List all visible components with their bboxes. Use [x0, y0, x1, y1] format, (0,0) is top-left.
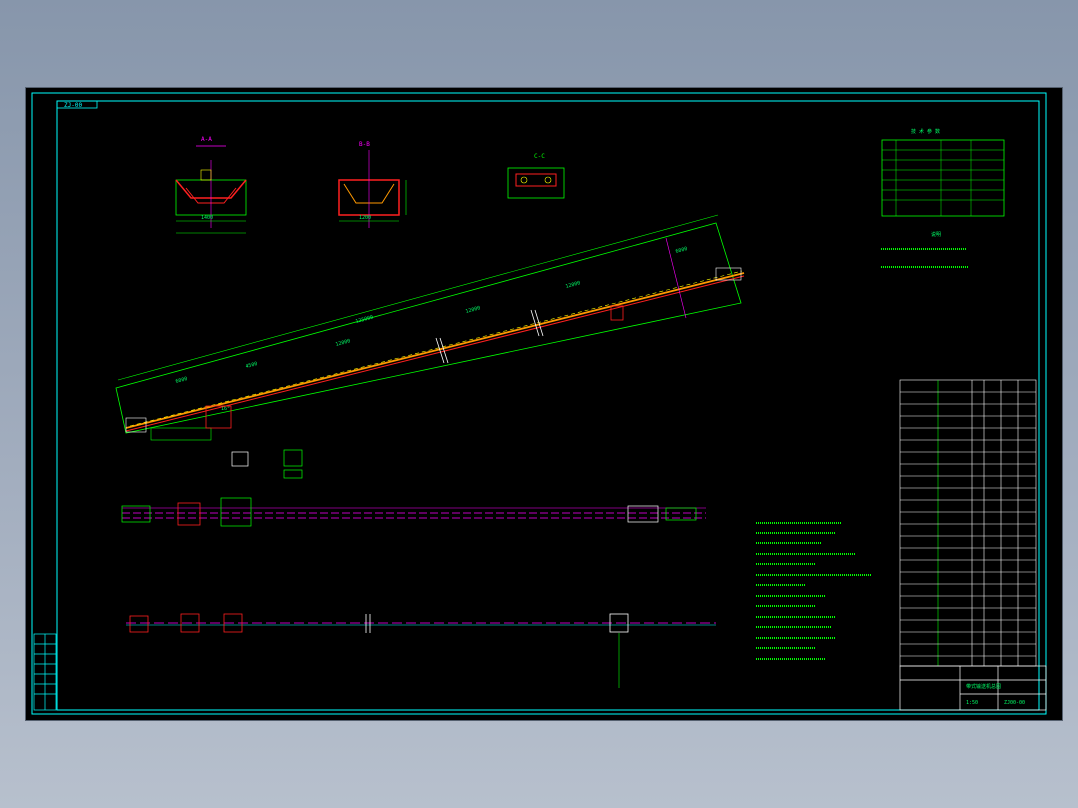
- bill-of-materials-table: [899, 379, 1037, 667]
- spec-table-title: 技 术 参 数: [911, 128, 940, 135]
- span-label-5: 12000: [565, 280, 581, 290]
- section-view-b: B-B 1200: [338, 141, 407, 228]
- title-block-name: 带式输送机总图: [966, 683, 1001, 690]
- title-block-scale: 1:50: [966, 700, 978, 706]
- detail-view-3: [283, 469, 303, 479]
- cad-drawing-viewport[interactable]: ZJ-00 A-A 1400 B-B 1200 C-C: [26, 88, 1062, 720]
- drawing-tab-label: ZJ-00: [64, 102, 82, 109]
- technical-requirements-block: [756, 522, 871, 660]
- section-view-c: C-C: [507, 153, 565, 199]
- conveyor-plan-view: [121, 497, 706, 527]
- angle-label: 16°: [221, 406, 230, 412]
- conveyor-elevation-view: 125000 6000 4500 12000 12000 12000 6000 …: [115, 214, 745, 441]
- drawing-number: ZJ00-00: [1004, 700, 1025, 706]
- span-label-3: 12000: [335, 338, 351, 348]
- section-view-a: A-A 1400: [175, 136, 247, 234]
- sheet-inner-frame: [56, 100, 1040, 711]
- detail-view-2: [283, 449, 303, 467]
- notes-title: 说明: [931, 231, 941, 238]
- span-label-4: 12000: [465, 305, 481, 315]
- foundation-view: [126, 613, 716, 688]
- span-label-1: 6000: [175, 376, 188, 385]
- drawing-tab-box: [56, 100, 98, 109]
- section-c-label: C-C: [534, 153, 545, 160]
- total-length-label: 125000: [355, 314, 374, 324]
- dim-width-b: 1200: [359, 215, 371, 221]
- section-b-label: B-B: [359, 141, 370, 148]
- left-revision-block: [33, 633, 57, 711]
- spec-table: 技 术 参 数: [881, 128, 1005, 217]
- detail-view-1: [231, 451, 249, 467]
- dim-width-a: 1400: [201, 215, 213, 221]
- span-label-2: 4500: [245, 361, 258, 370]
- title-block: [899, 665, 1047, 711]
- sheet-outer-frame: [31, 92, 1047, 715]
- section-a-label: A-A: [201, 136, 212, 143]
- span-label-6: 6000: [675, 246, 688, 255]
